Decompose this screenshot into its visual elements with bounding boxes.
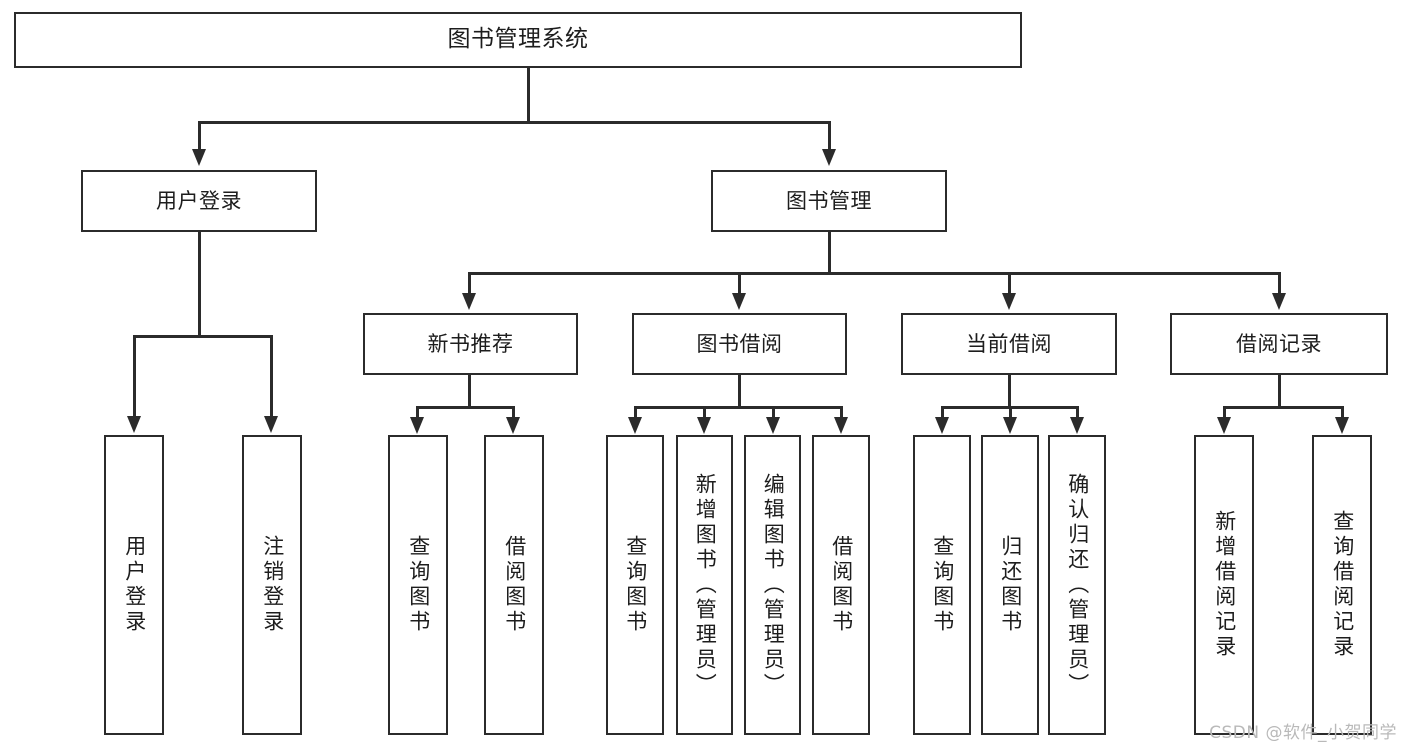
connector-user-login-to-login: [133, 335, 136, 420]
node-borrow-records[interactable]: 借阅记录: [1170, 313, 1388, 375]
arrow-current-to-confirm: [1070, 417, 1084, 434]
connector-user-login-bus: [133, 335, 271, 338]
arrow-root-to-user-login: [192, 149, 206, 166]
node-new-book-recommend[interactable]: 新书推荐: [363, 313, 578, 375]
arrow-records-to-query: [1335, 417, 1349, 434]
leaf-borrow-query-book[interactable]: 查询图书: [606, 435, 664, 735]
connector-borrow-to-lend: [840, 406, 843, 420]
arrow-root-to-book-manage: [822, 149, 836, 166]
arrow-book-manage-to-new-book: [462, 293, 476, 310]
connector-book-manage-bus: [468, 272, 1281, 275]
arrow-book-manage-to-current: [1002, 293, 1016, 310]
node-label: 新书推荐: [427, 331, 514, 356]
connector-current-to-return: [1009, 406, 1012, 420]
node-label: 注销登录: [260, 535, 285, 635]
node-label: 借阅记录: [1236, 331, 1322, 356]
node-label: 编辑图书（管理员）: [761, 472, 786, 698]
leaf-user-logout[interactable]: 注销登录: [242, 435, 302, 735]
node-book-borrow[interactable]: 图书借阅: [632, 313, 847, 375]
leaf-current-return-book[interactable]: 归还图书: [981, 435, 1039, 735]
leaf-borrow-edit-book[interactable]: 编辑图书（管理员）: [744, 435, 801, 735]
arrow-borrow-to-lend: [834, 417, 848, 434]
arrow-new-book-to-query: [410, 417, 424, 434]
node-label: 新增借阅记录: [1212, 510, 1237, 660]
connector-book-manage-to-new-book: [468, 272, 471, 295]
connector-borrow-to-query: [634, 406, 637, 420]
connector-borrow-to-edit: [772, 406, 775, 420]
connector-records-stem: [1278, 375, 1281, 406]
arrow-borrow-to-query: [628, 417, 642, 434]
leaf-records-add-record[interactable]: 新增借阅记录: [1194, 435, 1254, 735]
node-label: 图书借阅: [696, 331, 783, 356]
leaf-new-book-query[interactable]: 查询图书: [388, 435, 448, 735]
connector-borrow-to-add: [703, 406, 706, 420]
arrow-user-login-to-login: [127, 416, 141, 433]
connector-book-manage-to-borrow: [738, 272, 741, 295]
node-book-management[interactable]: 图书管理: [711, 170, 947, 232]
node-label: 图书管理: [786, 188, 872, 213]
arrow-book-manage-to-borrow: [732, 293, 746, 310]
node-label: 查询图书: [623, 535, 648, 635]
connector-borrow-bus: [634, 406, 842, 409]
connector-borrow-stem: [738, 375, 741, 406]
connector-current-to-query: [941, 406, 944, 420]
arrow-records-to-add: [1217, 417, 1231, 434]
arrow-user-login-to-logout: [264, 416, 278, 433]
node-user-login[interactable]: 用户登录: [81, 170, 317, 232]
arrow-new-book-to-borrow: [506, 417, 520, 434]
node-label: 新增图书（管理员）: [693, 472, 718, 698]
connector-new-book-to-query: [416, 406, 419, 420]
node-label: 用户登录: [156, 188, 242, 213]
connector-records-to-add: [1223, 406, 1226, 420]
node-label: 确认归还（管理员）: [1065, 472, 1090, 698]
arrow-borrow-to-add: [697, 417, 711, 434]
leaf-current-confirm-return[interactable]: 确认归还（管理员）: [1048, 435, 1106, 735]
node-label: 归还图书: [998, 535, 1023, 635]
connector-user-login-stem: [198, 232, 201, 335]
arrow-current-to-query: [935, 417, 949, 434]
node-label: 查询图书: [930, 535, 955, 635]
connector-records-to-query: [1341, 406, 1344, 420]
leaf-borrow-lend-book[interactable]: 借阅图书: [812, 435, 870, 735]
connector-user-login-to-logout: [270, 335, 273, 420]
leaf-records-query-record[interactable]: 查询借阅记录: [1312, 435, 1372, 735]
node-label: 图书管理系统: [447, 26, 589, 53]
node-current-borrow[interactable]: 当前借阅: [901, 313, 1117, 375]
arrow-current-to-return: [1003, 417, 1017, 434]
node-label: 借阅图书: [829, 535, 854, 635]
connector-root-to-user-login: [198, 121, 201, 151]
connector-root-to-book-manage: [828, 121, 831, 151]
node-root-system[interactable]: 图书管理系统: [14, 12, 1022, 68]
arrow-book-manage-to-records: [1272, 293, 1286, 310]
node-label: 当前借阅: [966, 331, 1052, 356]
leaf-user-login[interactable]: 用户登录: [104, 435, 164, 735]
connector-current-stem: [1008, 375, 1011, 406]
connector-new-book-to-borrow: [512, 406, 515, 420]
connector-new-book-bus: [416, 406, 514, 409]
connector-root-stem: [527, 68, 530, 121]
connector-records-bus: [1223, 406, 1343, 409]
node-label: 借阅图书: [502, 535, 527, 635]
connector-current-to-confirm: [1076, 406, 1079, 420]
leaf-current-query-book[interactable]: 查询图书: [913, 435, 971, 735]
connector-root-bus: [198, 121, 830, 124]
node-label: 查询借阅记录: [1330, 510, 1355, 660]
connector-book-manage-to-records: [1278, 272, 1281, 295]
node-label: 查询图书: [406, 535, 431, 635]
node-label: 用户登录: [122, 535, 147, 635]
leaf-new-book-borrow[interactable]: 借阅图书: [484, 435, 544, 735]
connector-book-manage-stem: [828, 232, 831, 272]
arrow-borrow-to-edit: [766, 417, 780, 434]
csdn-watermark: CSDN @软件_小贺同学: [1209, 723, 1397, 743]
connector-new-book-stem: [468, 375, 471, 406]
connector-book-manage-to-current: [1008, 272, 1011, 295]
leaf-borrow-add-book[interactable]: 新增图书（管理员）: [676, 435, 733, 735]
